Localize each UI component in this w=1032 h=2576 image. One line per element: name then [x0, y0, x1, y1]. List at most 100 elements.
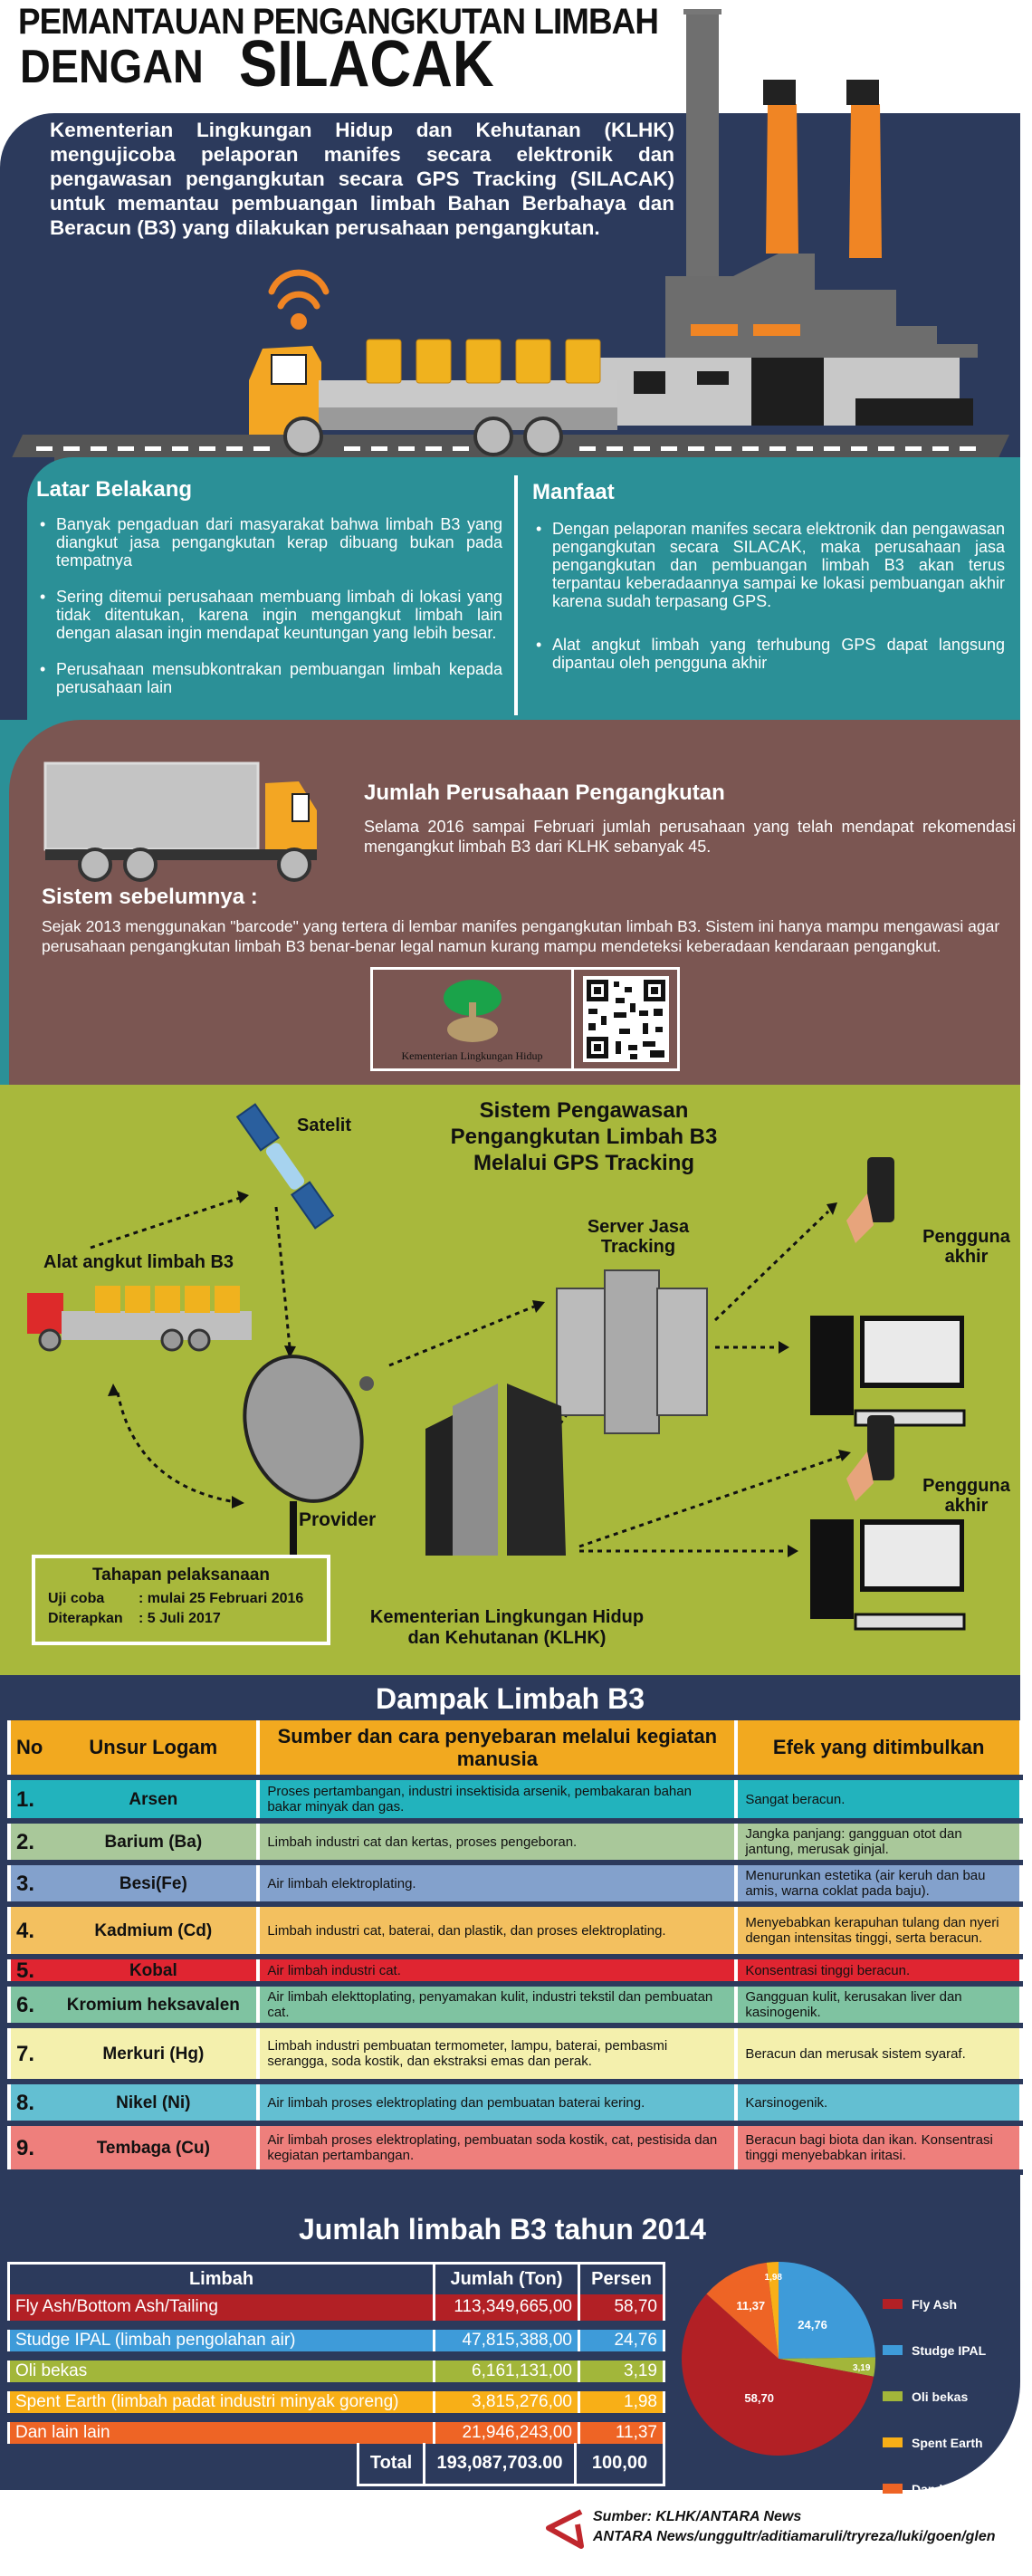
- limbah-name: Spent Earth (limbah padat industri minya…: [8, 2386, 435, 2422]
- legend-label: Fly Ash: [912, 2296, 958, 2312]
- row-element: Kobal: [50, 1957, 261, 1987]
- gps-title-line: Pengangkutan Limbah B3: [450, 1125, 718, 1149]
- legend-item: Fly Ash: [883, 2293, 987, 2315]
- desktop-computer-icon-1: [810, 1316, 966, 1427]
- tahapan-title: Tahapan pelaksanaan: [91, 1566, 271, 1585]
- table-row: 8.Nikel (Ni)Air limbah proses elektropla…: [6, 2082, 1023, 2126]
- server-label-line: Tracking: [600, 1237, 676, 1257]
- orange-chimney-1: [766, 104, 798, 254]
- row-effect: Menyebabkan kerapuhan tulang dan nyeri d…: [734, 1904, 1023, 1959]
- table-row: 7.Merkuri (Hg)Limbah industri pembuatan …: [6, 2025, 1023, 2084]
- pie-data-label: 58,70: [744, 2391, 774, 2405]
- row-no: 8.: [6, 2082, 51, 2126]
- total-label: Total: [359, 2443, 425, 2484]
- gps-title-line: Sistem Pengawasan: [479, 1098, 689, 1123]
- sistem-sebelumnya-title: Sistem sebelumnya :: [42, 885, 258, 909]
- dampak-table: No Unsur Logam Sumber dan cara penyebara…: [6, 1720, 1023, 2175]
- limbah-name: Dan lain lain: [8, 2417, 435, 2453]
- end-user-label-2: Pengguna akhir: [914, 1476, 1018, 1516]
- limbah-percent: 1,98: [578, 2386, 664, 2422]
- tall-chimney: [686, 9, 719, 281]
- satellite-icon: [235, 1103, 335, 1230]
- row-no: 3.: [6, 1863, 51, 1907]
- server-label-line: Server Jasa: [587, 1217, 690, 1237]
- row-effect: Konsentrasi tinggi beracun.: [734, 1957, 1023, 1987]
- total-percent: 100,00: [591, 2453, 648, 2473]
- row-element: Nikel (Ni): [50, 2082, 261, 2126]
- row-element: Kromium heksavalen: [50, 1984, 261, 2028]
- tree-logo-icon: [444, 980, 502, 1042]
- legend-swatch: [883, 2299, 903, 2309]
- limbah-table: Limbah Jumlah (Ton) Persen Fly Ash/Botto…: [7, 2262, 665, 2453]
- row-source: Limbah industri cat, baterai, dan plasti…: [256, 1904, 739, 1959]
- legend-swatch: [883, 2484, 903, 2494]
- manfaat-title: Manfaat: [532, 480, 615, 504]
- row-effect: Gangguan kulit, kerusakan liver dan kasi…: [734, 1984, 1023, 2028]
- dampak-title: Dampak Limbah B3: [376, 1682, 645, 1715]
- intro-text: Kementerian Lingkungan Hidup dan Kehutan…: [50, 119, 674, 239]
- pie-data-label: 24,76: [798, 2318, 827, 2332]
- legend-item: Spent Earth: [883, 2431, 987, 2454]
- qr-code: [574, 970, 677, 1068]
- pie-slice: [779, 2357, 875, 2377]
- limbah-tons: 6,161,131,00: [433, 2355, 579, 2391]
- footer-credit-line: ANTARA News/ungguItr/aditiamaruli/tryrez…: [593, 2529, 996, 2544]
- table-row: 4.Kadmium (Cd)Limbah industri cat, bater…: [6, 1904, 1023, 1959]
- row-element: Barium (Ba): [50, 1821, 261, 1865]
- pie-slice: [766, 2262, 779, 2359]
- limbah-name: Oli bekas: [8, 2355, 435, 2391]
- row-effect: Beracun bagi biota dan ikan. Konsentrasi…: [734, 2123, 1023, 2175]
- table-row: 2.Barium (Ba)Limbah industri cat dan ker…: [6, 1821, 1023, 1865]
- table-row: 9.Tembaga (Cu)Air limbah proses elektrop…: [6, 2123, 1023, 2175]
- road: [9, 435, 1009, 462]
- title-line-2-prefix: DENGAN: [20, 41, 204, 93]
- legend-label: Spent Earth: [912, 2435, 983, 2450]
- pie-slice: [779, 2262, 875, 2359]
- limbah-name: Fly Ash/Bottom Ash/Tailing: [8, 2294, 435, 2330]
- limbah-percent: 24,76: [578, 2324, 664, 2361]
- klhk-label: Kementerian Lingkungan Hidup dan Kehutan…: [344, 1607, 670, 1649]
- col-persen: Persen: [578, 2263, 664, 2294]
- klhk-label-line: dan Kehutanan (KLHK): [407, 1628, 607, 1648]
- tahapan-row: Uji coba: mulai 25 Februari 2016: [48, 1589, 314, 1609]
- list-item: Alat angkut limbah yang terhubung GPS da…: [532, 636, 1005, 672]
- latar-belakang-list: Banyak pengaduan dari masyarakat bahwa l…: [36, 515, 502, 696]
- row-source: Limbah industri pembuatan termometer, la…: [256, 2025, 739, 2084]
- limbah-row: Spent Earth (limbah padat industri minya…: [8, 2386, 664, 2422]
- row-no: 7.: [6, 2025, 51, 2084]
- pie-slice: [706, 2262, 779, 2359]
- tahapan-row: Diterapkan: 5 Juli 2017: [48, 1609, 314, 1629]
- table-row: 3.Besi(Fe)Air limbah elektroplating.Menu…: [6, 1863, 1023, 1907]
- row-no: 2.: [6, 1821, 51, 1865]
- tahapan-label: Diterapkan: [48, 1611, 123, 1626]
- legend-swatch: [883, 2391, 903, 2401]
- end-user-label-line: akhir: [944, 1247, 989, 1267]
- limbah-percent: 11,37: [578, 2417, 664, 2453]
- footer-source: Sumber: KLHK/ANTARA News: [593, 2509, 802, 2524]
- legend-label: Dan lain-lain: [912, 2481, 988, 2496]
- title-line-1: PEMANTAUAN PENGANGKUTAN LIMBAH: [18, 2, 659, 42]
- limbah-row: Studge IPAL (limbah pengolahan air)47,81…: [8, 2324, 664, 2361]
- total-tons: 193,087,703.00: [425, 2443, 577, 2484]
- row-effect: Sangat beracun.: [734, 1777, 1023, 1824]
- row-source: Limbah industri cat dan kertas, proses p…: [256, 1821, 739, 1865]
- end-user-label-line: akhir: [944, 1496, 989, 1516]
- qr-code-icon: [582, 976, 669, 1062]
- jumlah-perusahaan-title: Jumlah Perusahaan Pengangkutan: [364, 780, 725, 805]
- title-line-2-main: SILACAK: [239, 28, 494, 101]
- pie-data-label: 1,98: [765, 2273, 783, 2283]
- list-item: Sering ditemui perusahaan membuang limba…: [36, 588, 502, 642]
- klh-logo-caption: Kementerian Lingkungan Hidup: [401, 1049, 543, 1062]
- legend-item: Studge IPAL: [883, 2339, 987, 2361]
- row-source: Proses pertambangan, industri insektisid…: [256, 1777, 739, 1824]
- smartphone-icon-2: [846, 1415, 894, 1501]
- manfaat-block: Manfaat Dengan pelaporan manifes secara …: [532, 480, 1005, 690]
- desktop-computer-icon-2: [810, 1519, 966, 1631]
- pie-slice: [682, 2294, 874, 2456]
- factory-illustration: [9, 9, 1009, 462]
- row-element: Kadmium (Cd): [50, 1904, 261, 1959]
- end-user-label-line: Pengguna: [922, 1227, 1010, 1247]
- red-truck-icon: [27, 1286, 252, 1352]
